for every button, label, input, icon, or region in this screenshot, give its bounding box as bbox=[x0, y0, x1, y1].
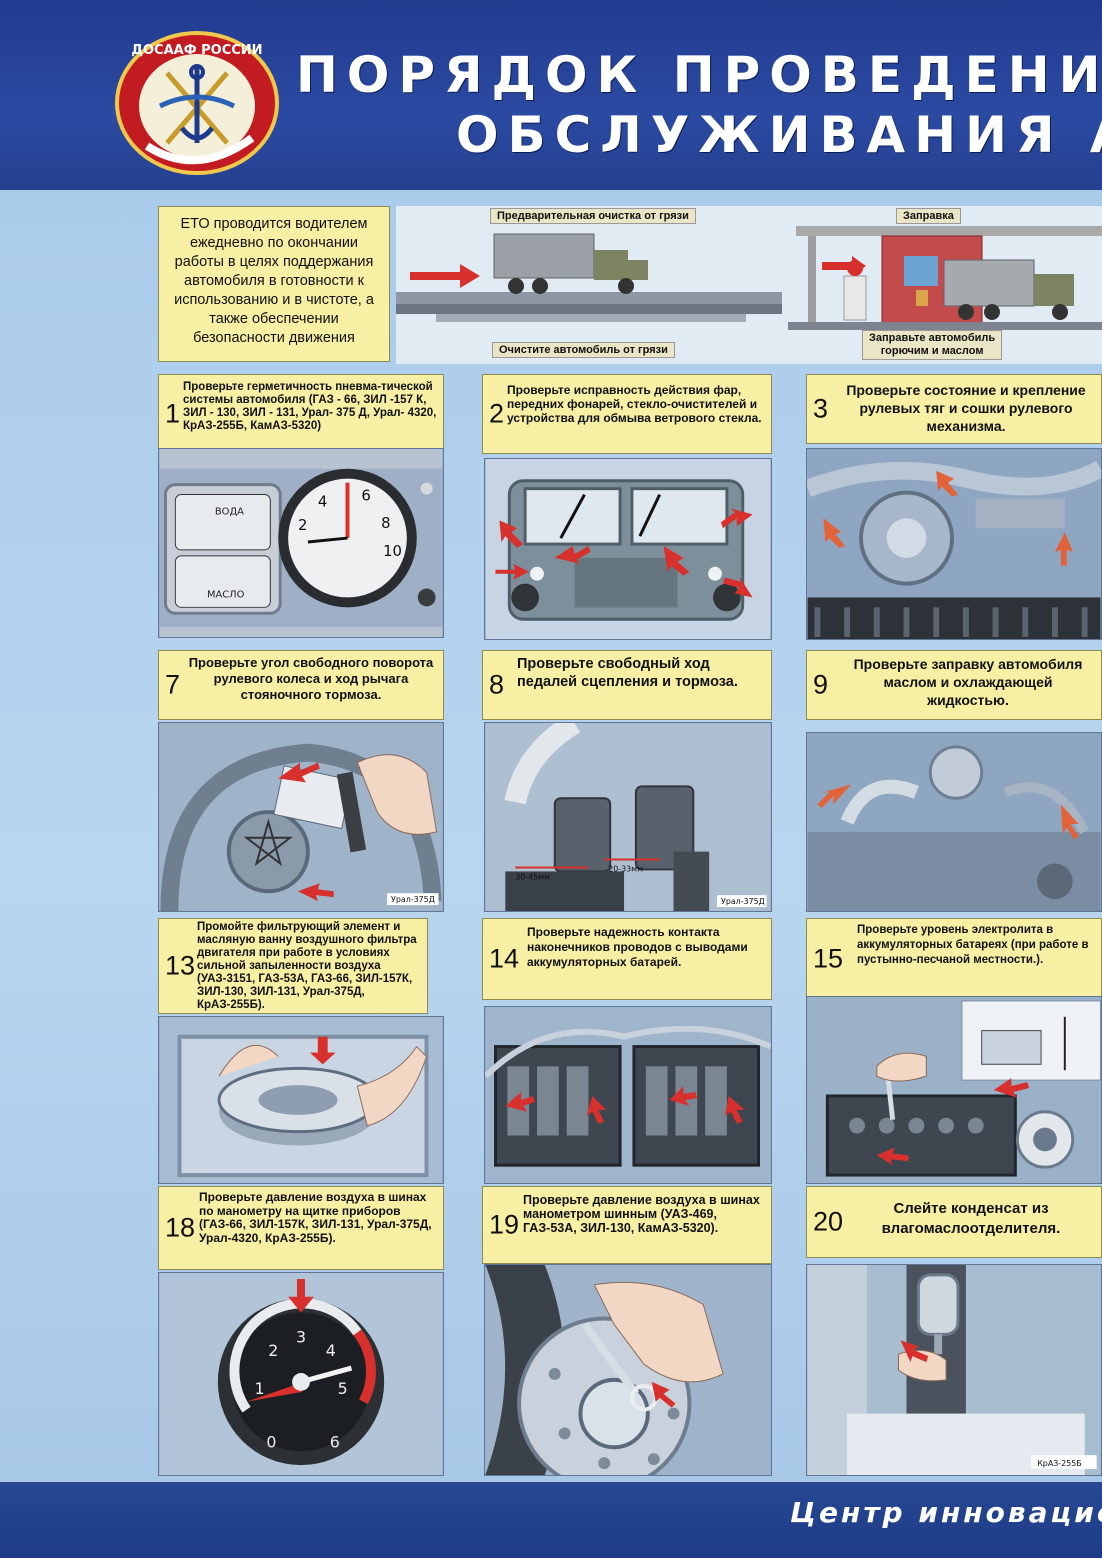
step-number: 9 bbox=[813, 669, 829, 700]
step-text: Проверьте состояние и крепление рулевых … bbox=[846, 382, 1086, 434]
image-steering-linkage bbox=[806, 448, 1102, 640]
engine-fluids-illustration bbox=[807, 733, 1101, 911]
step-text: Проверьте заправку автомобиля маслом и о… bbox=[853, 656, 1083, 708]
step-box-19: 19 Проверьте давление воздуха в шинах ма… bbox=[482, 1186, 772, 1264]
ural-tag: Урал-375Д bbox=[391, 895, 435, 904]
gauge18-digit: 4 bbox=[326, 1341, 336, 1360]
gauge-maslo-label: МАСЛО bbox=[207, 589, 245, 600]
step-text: Проверьте герметичность пневма-тической … bbox=[183, 381, 437, 432]
image-tire-gauge bbox=[484, 1264, 772, 1476]
image-truck-front bbox=[484, 458, 772, 640]
step-number: 7 bbox=[165, 669, 181, 700]
image-engine-fluids bbox=[806, 732, 1102, 912]
step-box-3: 3 Проверьте состояние и крепление рулевы… bbox=[806, 374, 1102, 444]
footer-strip bbox=[0, 1482, 1102, 1558]
caption-fuel-line-1: Заправьте автомобиль bbox=[869, 332, 996, 344]
step-number: 20 bbox=[813, 1206, 844, 1237]
gauge18-digit: 5 bbox=[338, 1379, 348, 1398]
steering-linkage-illustration bbox=[807, 449, 1101, 639]
step-box-7: 7 Проверьте угол свободного поворота рул… bbox=[158, 650, 444, 720]
gauge18-digit: 2 bbox=[268, 1341, 278, 1360]
step-number: 3 bbox=[813, 393, 829, 424]
title-line-2: ОБСЛУЖИВАНИЯ А bbox=[456, 106, 1102, 164]
image-condensate-drain: КрАЗ-255Б bbox=[806, 1264, 1102, 1476]
gauge18-digit: 6 bbox=[330, 1432, 340, 1451]
step-box-9: 9 Проверьте заправку автомобиля маслом и… bbox=[806, 650, 1102, 720]
step-text: Слейте конденсат из влагомаслоотделителя… bbox=[881, 1200, 1061, 1237]
truck-front-illustration bbox=[485, 459, 771, 639]
step-text: Проверьте надежность контакта наконечник… bbox=[527, 925, 748, 969]
cleaning-fueling-scene: Предварительная очистка от грязи Очистит… bbox=[396, 206, 1102, 364]
clock-digit: 6 bbox=[361, 487, 370, 504]
step-number: 1 bbox=[165, 398, 181, 429]
footer-text: Центр инновацион bbox=[790, 1496, 1102, 1529]
caption-pre-cleaning: Предварительная очистка от грязи bbox=[490, 208, 696, 224]
dosaaf-logo: ДОСААФ РОССИИ bbox=[115, 31, 279, 175]
step-text: Проверьте угол свободного поворота рулев… bbox=[188, 655, 434, 702]
pedal-clearance-a: 30-45мм bbox=[515, 872, 550, 881]
caption-fuel-vehicle: Заправьте автомобиль горючим и маслом bbox=[862, 330, 1003, 360]
step-number: 19 bbox=[489, 1209, 520, 1240]
caption-fueling: Заправка bbox=[896, 208, 961, 224]
step-box-2: 2 Проверьте исправность действия фар, пе… bbox=[482, 374, 772, 454]
caption-clean-vehicle: Очистите автомобиль от грязи bbox=[492, 342, 675, 358]
air-filter-illustration bbox=[159, 1017, 443, 1183]
tire-gauge-illustration bbox=[485, 1265, 771, 1475]
step-box-14: 14 Проверьте надежность контакта наконеч… bbox=[482, 918, 772, 1000]
logo-text: ДОСААФ РОССИИ bbox=[131, 43, 262, 58]
ural-tag: Урал-375Д bbox=[721, 897, 765, 906]
step-number: 18 bbox=[165, 1212, 196, 1243]
clock-digit: 2 bbox=[298, 517, 307, 534]
step-number: 14 bbox=[489, 943, 520, 974]
battery-terminals-illustration bbox=[485, 1007, 771, 1183]
clock-digit: 10 bbox=[383, 543, 402, 560]
eto-description: ЕТО проводится водителем ежедневно по ок… bbox=[158, 206, 390, 362]
image-electrolyte-level bbox=[806, 996, 1102, 1184]
step-box-20: 20 Слейте конденсат из влагомаслоотделит… bbox=[806, 1186, 1102, 1258]
step-number: 8 bbox=[489, 669, 505, 700]
gauge18-digit: 0 bbox=[266, 1432, 276, 1451]
clock-digit: 8 bbox=[381, 515, 390, 532]
step-number: 13 bbox=[165, 950, 196, 981]
step-box-15: 15 Проверьте уровень электролита в аккум… bbox=[806, 918, 1102, 1000]
step-box-18: 18 Проверьте давление воздуха в шинах по… bbox=[158, 1186, 444, 1270]
caption-fuel-line-2: горючим и маслом bbox=[880, 345, 984, 357]
gauge18-digit: 3 bbox=[296, 1327, 306, 1346]
gauge-voda-label: ВОДА bbox=[215, 506, 244, 517]
step-box-8: 8 Проверьте свободный ход педалей сцепле… bbox=[482, 650, 772, 720]
steering-wheel-illustration: Урал-375Д bbox=[159, 723, 443, 911]
step-text: Проверьте исправность действия фар, пере… bbox=[507, 383, 762, 425]
clock-digit: 4 bbox=[318, 493, 327, 510]
pedals-illustration: 30-45мм 20-33мм Урал-375Д bbox=[485, 723, 771, 911]
pressure-gauge-illustration: 0 1 2 3 4 5 6 bbox=[159, 1273, 443, 1475]
pedal-clearance-b: 20-33мм bbox=[608, 864, 643, 873]
step-text: Проверьте свободный ход педалей сцеплени… bbox=[517, 656, 738, 690]
image-steering-wheel: Урал-375Д bbox=[158, 722, 444, 912]
instrument-panel-illustration: ВОДА МАСЛО 2 4 6 8 10 bbox=[159, 449, 443, 637]
electrolyte-level-illustration bbox=[807, 997, 1101, 1183]
header-banner: ДОСААФ РОССИИ ПОРЯДОК ПРОВЕДЕНИЯ ОБСЛУЖИ… bbox=[0, 0, 1102, 190]
step-number: 2 bbox=[489, 398, 505, 429]
step-box-13: 13 Промойте фильтрующий элемент и маслян… bbox=[158, 918, 428, 1014]
step-number: 15 bbox=[813, 943, 844, 974]
kraz-tag: КрАЗ-255Б bbox=[1037, 1459, 1081, 1468]
step-text: Проверьте уровень электролита в аккумуля… bbox=[857, 924, 1089, 966]
image-instrument-panel: ВОДА МАСЛО 2 4 6 8 10 bbox=[158, 448, 444, 638]
image-battery-terminals bbox=[484, 1006, 772, 1184]
image-pressure-gauge: 0 1 2 3 4 5 6 bbox=[158, 1272, 444, 1476]
step-text: Проверьте давление воздуха в шинах по ма… bbox=[199, 1190, 432, 1245]
image-pedals: 30-45мм 20-33мм Урал-375Д bbox=[484, 722, 772, 912]
step-text: Проверьте давление воздуха в шинах маном… bbox=[523, 1193, 760, 1235]
condensate-drain-illustration: КрАЗ-255Б bbox=[807, 1265, 1101, 1475]
step-box-1: 1 Проверьте герметичность пневма-тическо… bbox=[158, 374, 444, 454]
title-line-1: ПОРЯДОК ПРОВЕДЕНИЯ bbox=[296, 46, 1102, 104]
image-air-filter bbox=[158, 1016, 444, 1184]
step-text: Промойте фильтрующий элемент и масляную … bbox=[197, 921, 417, 1011]
gauge18-digit: 1 bbox=[254, 1379, 264, 1398]
